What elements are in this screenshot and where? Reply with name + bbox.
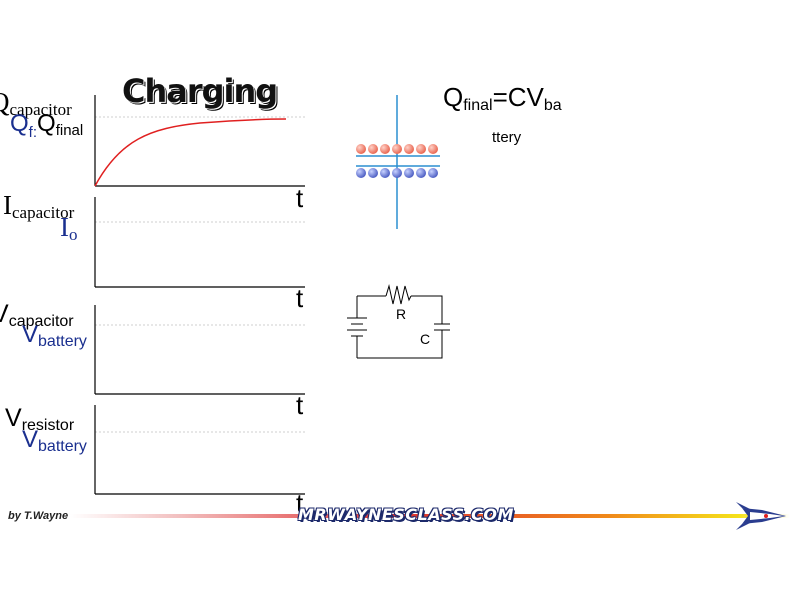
- author-credit: by T.Wayne: [8, 510, 69, 522]
- equation-continuation: ttery: [492, 129, 522, 146]
- x-label-current: t: [296, 283, 304, 313]
- reference-label-current: Io: [60, 212, 78, 244]
- page-title: Charging: [122, 72, 278, 110]
- x-label-resistor-voltage: t: [296, 488, 304, 518]
- negative-charge: [428, 168, 438, 178]
- rc-circuit: [347, 284, 450, 359]
- reference-label-charge: Qf:Qfinal: [10, 110, 84, 141]
- y-label-charge: Qcapacitor: [0, 87, 72, 119]
- negative-charge: [356, 168, 366, 178]
- y-label-resistor-voltage: Vresistor: [5, 404, 75, 434]
- positive-charge: [404, 144, 414, 154]
- wire: [357, 330, 443, 359]
- site-logo-text[interactable]: MRWAYNESCLASS.COM: [298, 505, 514, 524]
- capacitor-plates: [356, 95, 440, 229]
- final-charge-equation: Qfinal=CVba: [443, 82, 562, 114]
- rocket-icon: [736, 502, 786, 530]
- resistor-label: R: [396, 306, 407, 322]
- graph-current: [94, 197, 305, 288]
- positive-charge: [380, 144, 390, 154]
- reference-label-resistor-voltage: Vbattery: [22, 426, 87, 455]
- positive-charge: [392, 144, 402, 154]
- wire: [411, 295, 443, 324]
- y-label-current: Icapacitor: [3, 190, 75, 222]
- negative-charge: [380, 168, 390, 178]
- positive-charge: [356, 144, 366, 154]
- negative-charge: [416, 168, 426, 178]
- x-label-charge: t: [296, 183, 304, 213]
- negative-charge: [368, 168, 378, 178]
- capacitor-label: C: [420, 331, 431, 347]
- negative-charge: [392, 168, 402, 178]
- x-label-capacitor-voltage: t: [296, 390, 304, 420]
- positive-charges: [356, 144, 438, 154]
- graph-charge: [94, 95, 305, 187]
- graph-resistor-voltage: [94, 405, 305, 495]
- charging-curve: [94, 118, 287, 187]
- graph-capacitor-voltage: [94, 305, 305, 395]
- negative-charges: [356, 168, 438, 178]
- resistor-symbol: [385, 284, 412, 305]
- reference-label-capacitor-voltage: Vbattery: [22, 321, 87, 350]
- positive-charge: [428, 144, 438, 154]
- positive-charge: [416, 144, 426, 154]
- y-label-capacitor-voltage: Vcapacitor: [0, 300, 74, 330]
- footer-stripe: [70, 514, 790, 518]
- negative-charge: [404, 168, 414, 178]
- positive-charge: [368, 144, 378, 154]
